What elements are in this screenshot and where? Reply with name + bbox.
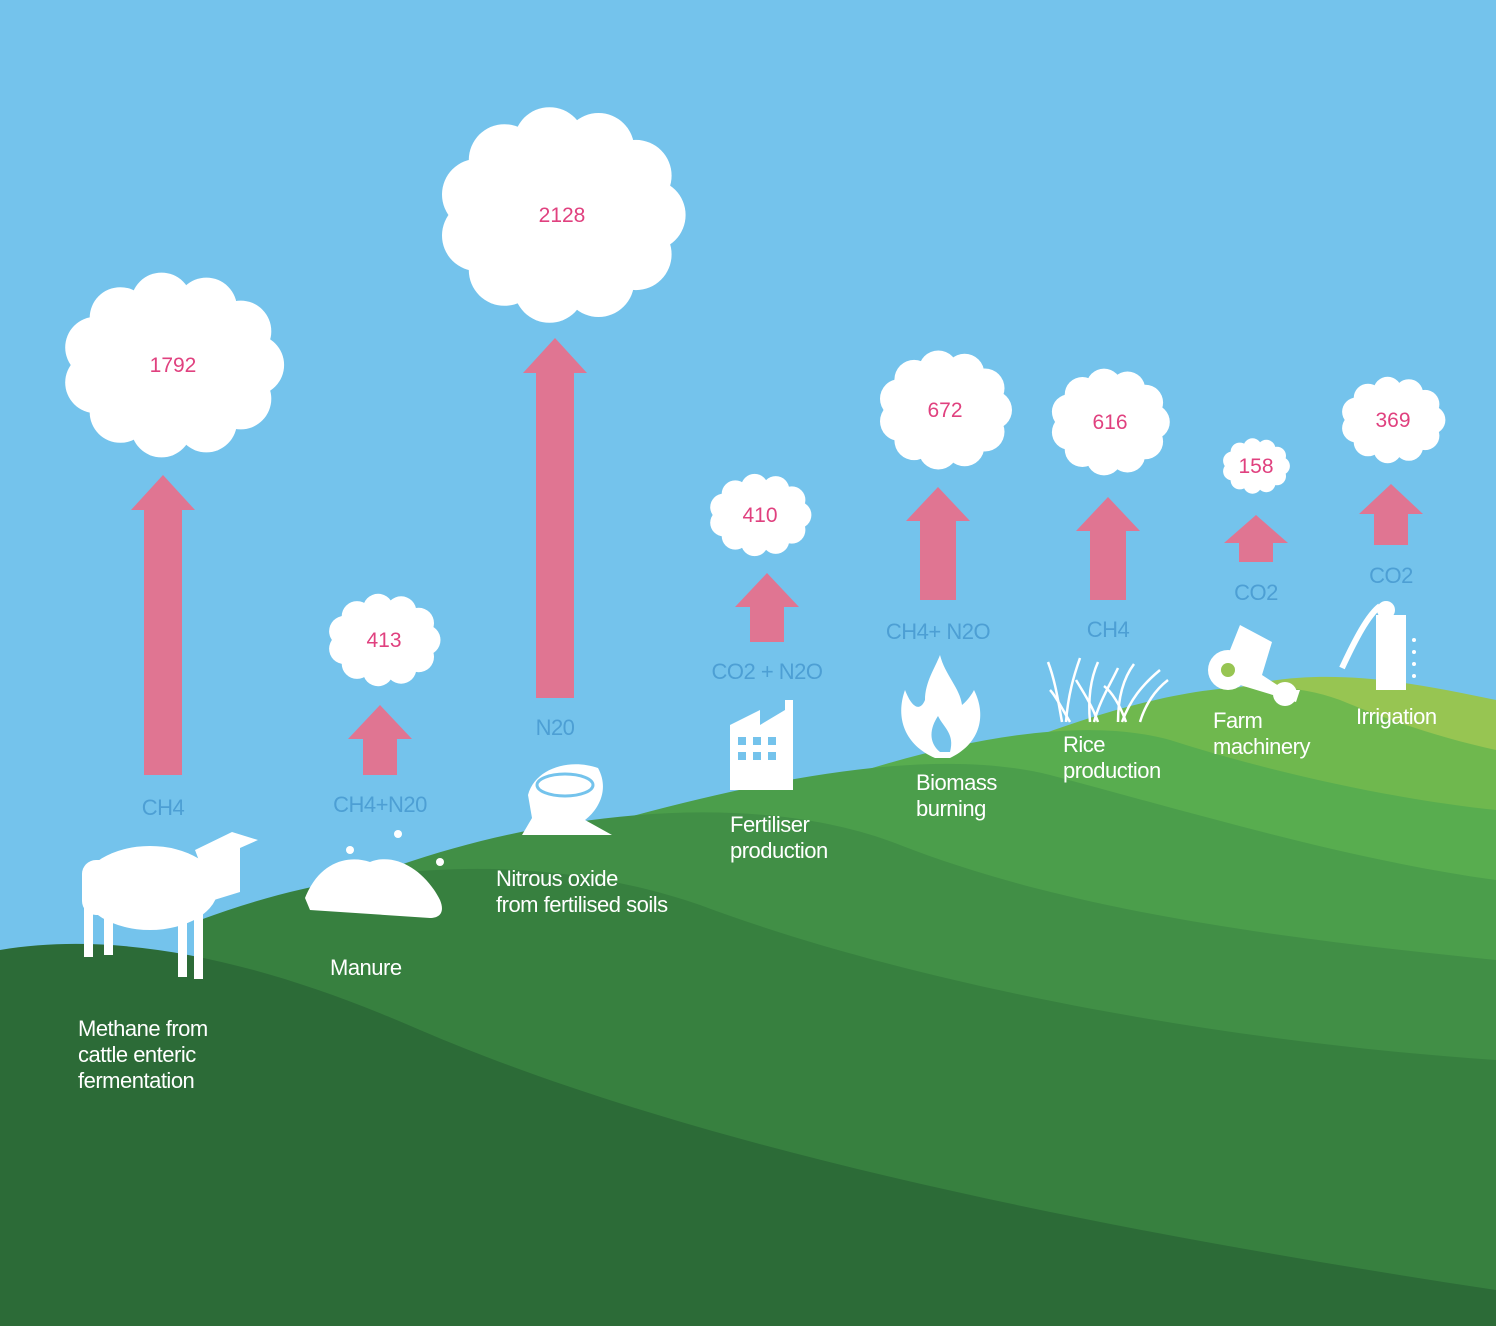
- cattle-label-line: cattle enteric: [78, 1042, 196, 1067]
- cow-icon: [82, 832, 258, 979]
- fertiliser-label: Fertiliser production: [730, 812, 828, 863]
- soils-label: Nitrous oxide from fertilised soils: [496, 866, 668, 917]
- machinery-label-line: Farm: [1213, 708, 1262, 733]
- fertiliser-sack-icon: [522, 764, 612, 835]
- rice-label: Rice production: [1063, 732, 1161, 783]
- soils-label-line: from fertilised soils: [496, 892, 668, 917]
- hills: [0, 676, 1496, 1326]
- factory-icon: [730, 700, 793, 790]
- biomass-gas-label: CH4+ N2O: [886, 619, 991, 644]
- cattle-cloud: 1792: [65, 272, 285, 458]
- rice-gas-label: CH4: [1087, 617, 1130, 642]
- soils-cloud: 2128: [442, 107, 686, 323]
- manure-label: Manure: [330, 955, 402, 980]
- soils-gas-label: N20: [536, 715, 575, 740]
- biomass-cloud: 672: [880, 350, 1012, 470]
- machinery-gas-label: CO2: [1234, 580, 1278, 605]
- fire-icon: [901, 655, 981, 758]
- rice-value: 616: [1092, 411, 1127, 434]
- fertiliser-value: 410: [742, 504, 777, 527]
- tractor-icon: [1208, 625, 1300, 706]
- hill-layer: [0, 943, 1496, 1326]
- soils-arrow: [523, 338, 587, 698]
- biomass-label: Biomass burning: [916, 770, 1002, 821]
- cattle-arrow: [131, 475, 195, 775]
- manure-cloud: 413: [329, 593, 441, 687]
- machinery-cloud: 158: [1223, 438, 1290, 494]
- rice-cloud: 616: [1051, 368, 1170, 476]
- cattle-gas-label: CH4: [142, 795, 185, 820]
- rice-label-line: production: [1063, 758, 1161, 783]
- irrigation-value: 369: [1375, 409, 1410, 432]
- rice-arrow: [1076, 497, 1140, 600]
- biomass-value: 672: [927, 399, 962, 422]
- irrigation-gas-label: CO2: [1369, 563, 1413, 588]
- rice-plant-icon: [1046, 657, 1169, 723]
- manure-gas-label: CH4+N20: [333, 792, 427, 817]
- biomass-arrow: [906, 487, 970, 600]
- cattle-label-line: fermentation: [78, 1068, 194, 1093]
- machinery-label-line: machinery: [1213, 734, 1310, 759]
- manure-pile-icon: [305, 830, 444, 918]
- soils-label-line: Nitrous oxide: [496, 866, 618, 891]
- irrigation-label: Irrigation: [1356, 704, 1437, 729]
- machinery-value: 158: [1238, 455, 1273, 478]
- cattle-label: Methane from cattle enteric fermentation: [78, 1016, 213, 1093]
- fertiliser-arrow: [735, 573, 799, 642]
- cattle-value: 1792: [150, 354, 197, 377]
- fertiliser-cloud: 410: [710, 473, 812, 557]
- biomass-label-line: burning: [916, 796, 986, 821]
- irrigation-cloud: 369: [1342, 376, 1446, 464]
- rice-label-line: Rice: [1063, 732, 1105, 757]
- clouds: 1792 413 2128 410 672 616 158 369: [65, 107, 1446, 687]
- fertiliser-label-line: Fertiliser: [730, 812, 810, 837]
- manure-arrow: [348, 705, 412, 775]
- fertiliser-gas-label: CO2 + N2O: [711, 659, 822, 684]
- biomass-label-line: Biomass: [916, 770, 997, 795]
- fertiliser-label-line: production: [730, 838, 828, 863]
- irrigation-arrow: [1359, 484, 1423, 545]
- soils-value: 2128: [539, 204, 586, 227]
- cattle-label-line: Methane from: [78, 1016, 208, 1041]
- irrigation-pump-icon: [1339, 601, 1416, 690]
- machinery-arrow: [1224, 515, 1288, 562]
- manure-value: 413: [366, 629, 401, 652]
- machinery-label: Farm machinery: [1213, 708, 1310, 759]
